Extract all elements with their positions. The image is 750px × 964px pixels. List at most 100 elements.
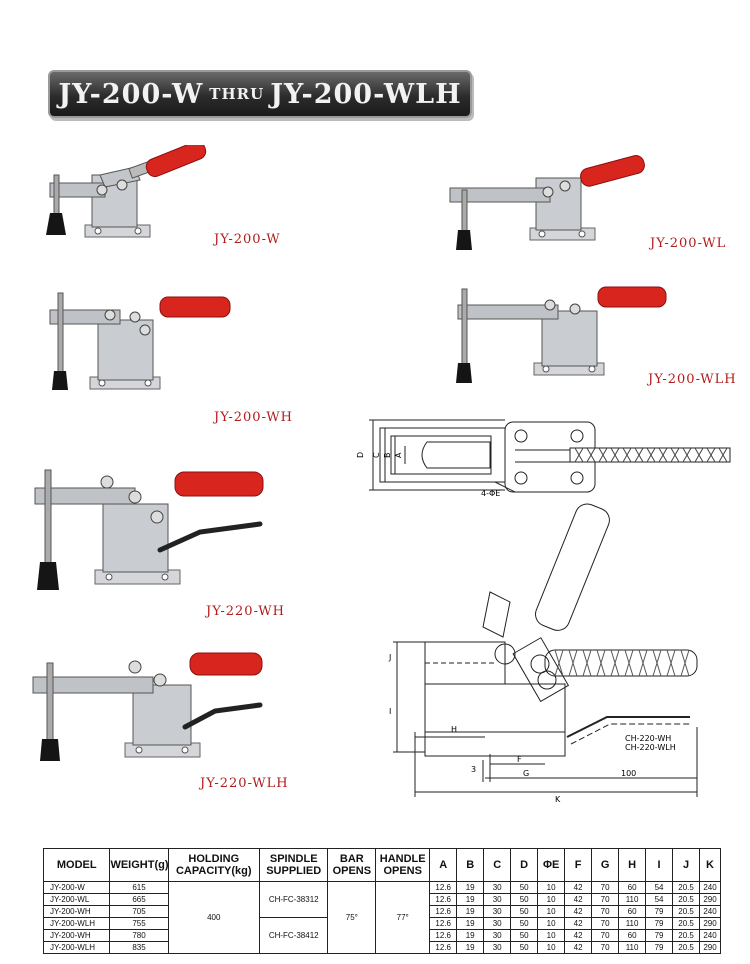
- cell-dim: 42: [564, 941, 593, 954]
- cell-dim: 30: [483, 893, 512, 906]
- table-row: JY-200-WLH 755 CH-FC-38412 12.6 19 30 50…: [42, 917, 721, 954]
- cell-dim: 290: [699, 917, 721, 930]
- variant-note-wh: CH-220-WH: [625, 734, 671, 743]
- dim-h: H: [451, 725, 457, 734]
- cell-weight: 780: [109, 929, 169, 942]
- clamp-photo-jy-200-w: [46, 145, 207, 238]
- dim-a: A: [394, 452, 403, 458]
- cell-dim: 50: [510, 917, 539, 930]
- side-view-drawing: J I H 3 F G 100 K CH-220-WH CH-220-WLH: [388, 503, 698, 802]
- label-jy-220-wlh: JY-220-WLH: [200, 776, 289, 791]
- cell-spindle-2: CH-FC-38412: [258, 917, 329, 954]
- header-bar-opens: BAR OPENS: [327, 848, 377, 882]
- cell-dim: 60: [618, 929, 647, 942]
- cell-dim: 19: [456, 881, 485, 894]
- clamp-photo-jy-200-wl: [449, 155, 645, 250]
- header-f: F: [564, 848, 593, 882]
- cell-dim: 54: [645, 893, 674, 906]
- cell-dim: 10: [537, 893, 566, 906]
- banner-thru: THRU: [209, 85, 265, 103]
- cell-handle-opens: 77°: [375, 881, 431, 954]
- banner-model-end: JY-200-WLH: [270, 78, 462, 110]
- cell-model: JY-200-W: [42, 881, 111, 894]
- cell-dim: 70: [591, 917, 620, 930]
- cell-dim: 60: [618, 881, 647, 894]
- cell-dim: 50: [510, 893, 539, 906]
- cell-dim: 19: [456, 917, 485, 930]
- cell-model: JY-200-WH: [42, 905, 111, 918]
- cell-dim: 30: [483, 905, 512, 918]
- cell-dim: 12.6: [429, 941, 458, 954]
- cell-weight: 755: [109, 917, 169, 930]
- header-c: C: [483, 848, 512, 882]
- cell-dim: 12.6: [429, 881, 458, 894]
- cell-dim: 10: [537, 881, 566, 894]
- cell-dim: 110: [618, 941, 647, 954]
- table-row: JY-200-WH 780 12.6 19 30 50 10 42 70 60 …: [42, 929, 721, 942]
- header-weight: WEIGHT(g): [109, 848, 169, 882]
- cell-dim: 12.6: [429, 917, 458, 930]
- clamp-photo-jy-200-wh: [49, 292, 231, 390]
- label-jy-220-wh: JY-220-WH: [206, 604, 285, 619]
- header-e: ΦE: [537, 848, 566, 882]
- cell-weight: 665: [109, 893, 169, 906]
- header-k: K: [699, 848, 721, 882]
- cell-dim: 42: [564, 905, 593, 918]
- dim-j: J: [388, 653, 391, 662]
- header-h: H: [618, 848, 647, 882]
- dim-b: B: [383, 453, 392, 459]
- cell-dim: 20.5: [672, 881, 701, 894]
- dim-c: C: [372, 452, 381, 458]
- cell-dim: 79: [645, 929, 674, 942]
- cell-dim: 240: [699, 929, 721, 942]
- dim-k: K: [555, 795, 561, 802]
- cell-dim: 20.5: [672, 917, 701, 930]
- cell-dim: 20.5: [672, 941, 701, 954]
- spec-table: MODEL WEIGHT(g) HOLDING CAPACITY(kg) SPI…: [42, 848, 721, 954]
- cell-dim: 110: [618, 917, 647, 930]
- header-holding-capacity: HOLDING CAPACITY(kg): [167, 848, 260, 882]
- cell-dim: 110: [618, 893, 647, 906]
- cell-dim: 290: [699, 941, 721, 954]
- cell-dim: 10: [537, 917, 566, 930]
- top-view-drawing: D C B A 4-ΦE: [356, 419, 731, 498]
- table-row: JY-200-W 615 400 CH-FC-38312 75° 77° 12.…: [42, 881, 721, 954]
- cell-weight: 705: [109, 905, 169, 918]
- cell-dim: 10: [537, 929, 566, 942]
- label-jy-200-w: JY-200-W: [214, 232, 281, 247]
- cell-dim: 79: [645, 941, 674, 954]
- cell-dim: 10: [537, 905, 566, 918]
- header-handle-opens: HANDLE OPENS: [375, 848, 431, 882]
- table-row: JY-200-WLH 835 12.6 19 30 50 10 42 70 11…: [42, 941, 721, 954]
- header-spindle: SPINDLE SUPPLIED: [258, 848, 329, 882]
- header-b: B: [456, 848, 485, 882]
- cell-spindle-1: CH-FC-38312: [258, 881, 329, 918]
- header-j: J: [672, 848, 701, 882]
- cell-dim: 42: [564, 893, 593, 906]
- cell-model: JY-200-WLH: [42, 917, 111, 930]
- dim-f: F: [517, 755, 522, 764]
- cell-dim: 50: [510, 929, 539, 942]
- label-jy-200-wlh: JY-200-WLH: [648, 372, 737, 387]
- cell-dim: 79: [645, 905, 674, 918]
- cell-dim: 12.6: [429, 905, 458, 918]
- cell-weight: 615: [109, 881, 169, 894]
- header-d: D: [510, 848, 539, 882]
- label-jy-200-wl: JY-200-WL: [650, 236, 727, 251]
- cell-dim: 20.5: [672, 905, 701, 918]
- cell-bar-opens: 75°: [327, 881, 377, 954]
- cell-weight: 835: [109, 941, 169, 954]
- cell-dim: 54: [645, 881, 674, 894]
- clamp-photo-jy-200-wlh: [456, 286, 667, 383]
- header-a: A: [429, 848, 458, 882]
- cell-dim: 240: [699, 905, 721, 918]
- cell-dim: 70: [591, 893, 620, 906]
- cell-dim: 70: [591, 905, 620, 918]
- cell-dim: 42: [564, 917, 593, 930]
- cell-dim: 20.5: [672, 929, 701, 942]
- cell-dim: 20.5: [672, 893, 701, 906]
- cell-dim: 19: [456, 905, 485, 918]
- dim-d: D: [356, 452, 365, 458]
- banner-model-start: JY-200-W: [58, 78, 204, 110]
- cell-dim: 290: [699, 893, 721, 906]
